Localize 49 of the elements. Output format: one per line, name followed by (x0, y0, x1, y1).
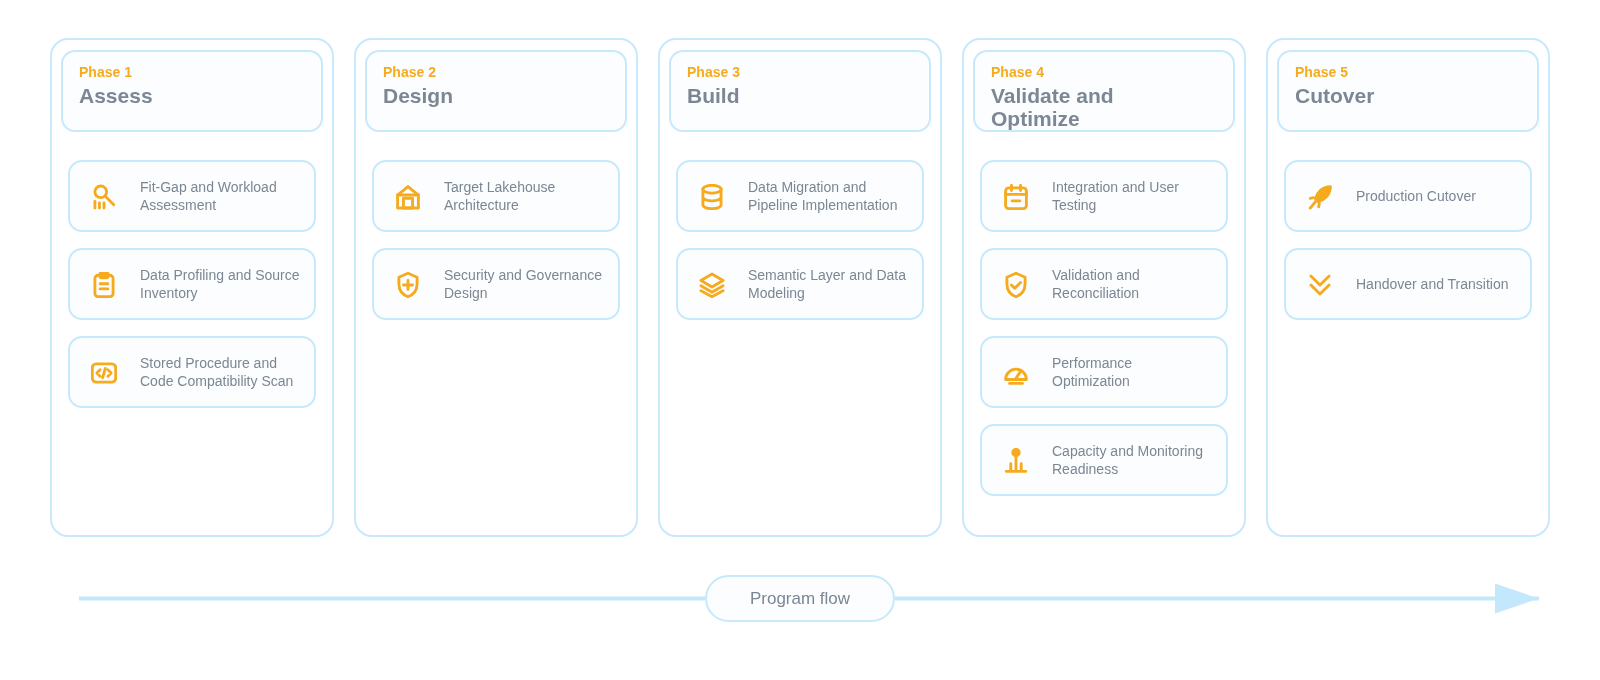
phase-header (1277, 50, 1539, 132)
phase-header (61, 50, 323, 132)
task-label: Target Lakehouse Architecture (444, 178, 557, 214)
phase-title: Cutover (1295, 84, 1376, 107)
task-card (676, 160, 924, 232)
phase-number: Phase 2 (383, 63, 436, 81)
phase-column (1266, 38, 1550, 537)
task-label: Integration and User Testing (1052, 178, 1180, 214)
task-card (1284, 160, 1532, 232)
task-label: Security and Governance Design (444, 266, 603, 302)
task-label: Data Profiling and Source Inventory (140, 266, 300, 302)
task-card (372, 160, 620, 232)
phase-number: Phase 5 (1295, 63, 1348, 81)
task-label: Validation and Reconciliation (1052, 266, 1141, 302)
task-label: Data Migration and Pipeline Implementation (748, 178, 899, 214)
phase-number: Phase 3 (687, 63, 740, 81)
task-card (372, 248, 620, 320)
phase-column (354, 38, 638, 537)
task-label: Fit-Gap and Workload Assessment (140, 178, 278, 214)
phase-column (658, 38, 942, 537)
task-label: Capacity and Monitoring Readiness (1052, 442, 1204, 478)
phase-number: Phase 1 (79, 63, 132, 81)
phase-column (962, 38, 1246, 537)
timeline-pill (705, 575, 895, 622)
phase-header (973, 50, 1235, 132)
task-card (980, 424, 1228, 496)
task-card (1284, 248, 1532, 320)
phase-header (669, 50, 931, 132)
task-card (980, 248, 1228, 320)
timeline-arrow (895, 583, 1539, 614)
phase-title: Build (687, 84, 741, 107)
phase-header (365, 50, 627, 132)
task-card (68, 336, 316, 408)
task-card (68, 160, 316, 232)
phase-title: Validate and Optimize (991, 84, 1115, 130)
task-card (68, 248, 316, 320)
task-label: Semantic Layer and Data Modeling (748, 266, 907, 302)
timeline-label: Program flow (749, 588, 851, 609)
phase-column (50, 38, 334, 537)
task-label: Stored Procedure and Code Compatibility Scan (140, 354, 295, 390)
phase-title: Design (383, 84, 454, 107)
phase-title: Assess (79, 84, 154, 107)
task-card (676, 248, 924, 320)
task-label: Performance Optimization (1052, 354, 1134, 390)
phase-number: Phase 4 (991, 63, 1044, 81)
task-card (980, 160, 1228, 232)
task-label: Production Cutover (1356, 187, 1476, 205)
task-label: Handover and Transition (1356, 275, 1509, 293)
task-card (980, 336, 1228, 408)
